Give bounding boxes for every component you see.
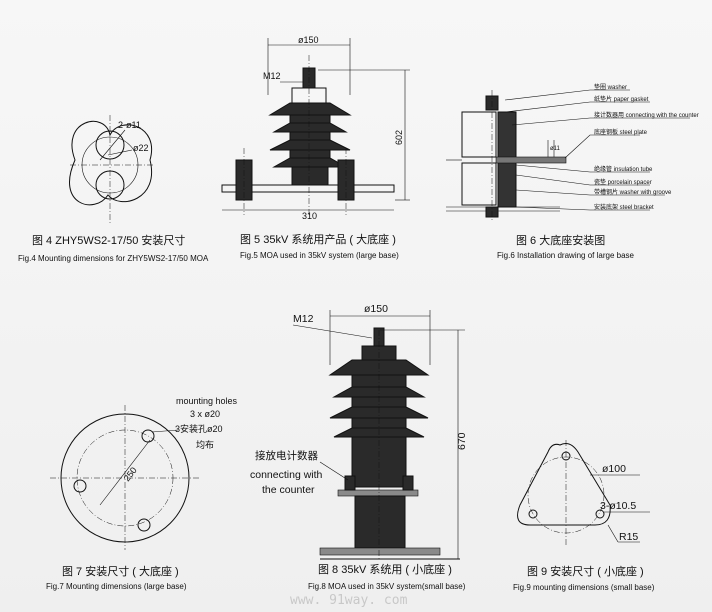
fig8-thread-label: M12	[293, 313, 314, 325]
fig7-caption-en: Fig.7 Mounting dimensions (large base)	[46, 582, 187, 591]
fig5-height-label: 602	[394, 130, 404, 145]
fig8-caption-en: Fig.8 MOA used in 35kV system(small base…	[308, 582, 466, 591]
fig6-drawing: ø11 垫圈 washer 纸垫片 paper gasket 接计数器用 con…	[446, 83, 699, 220]
fig4-caption-en: Fig.4 Mounting dimensions for ZHY5WS2-17…	[18, 254, 209, 263]
fig4-caption: 图 4 ZHY5WS2-17/50 安装尺寸	[32, 233, 185, 247]
fig8-counter-en2: the counter	[262, 484, 315, 496]
fig7-holes-cn2: 均布	[196, 439, 214, 450]
fig9-radius-label: R15	[619, 531, 638, 543]
fig7-drawing: 250 mounting holes 3 x ø20 3安装孔ø20 均布	[50, 396, 238, 550]
fig7-holes-cn: 3安装孔ø20	[175, 423, 223, 434]
fig4-drawing: 2-ø11 ø22	[69, 115, 155, 225]
fig5-drawing: ø150 M12 602 310	[221, 35, 410, 221]
fig9-caption-en: Fig.9 mounting dimensions (small base)	[513, 583, 655, 592]
fig5-caption-en: Fig.5 MOA used in 35kV system (large bas…	[240, 251, 399, 260]
fig6-part-label: 底座钢板 steel plate	[594, 128, 648, 136]
fig4-hole-label: 2-ø11	[118, 120, 141, 130]
watermark: www. 91way. com	[290, 593, 408, 608]
fig5-width-label: 310	[302, 211, 317, 221]
fig6-caption: 图 6 大底座安装图	[516, 233, 605, 247]
fig7-pcd-label: 250	[122, 465, 139, 483]
fig7-holes-en: mounting holes	[176, 396, 238, 406]
fig8-caption: 图 8 35kV 系统用 ( 小底座 )	[318, 562, 452, 576]
fig6-part-label: 安装底架 steel bracket	[594, 203, 654, 211]
fig7-holes-count: 3 x ø20	[190, 409, 220, 419]
fig6-part-label: 带槽钢片 washer with groove	[594, 188, 672, 196]
fig9-holes-label: 3-ø10.5	[600, 500, 636, 512]
fig9-drawing: ø100 3-ø10.5 R15	[517, 440, 650, 545]
fig7-caption: 图 7 安装尺寸 ( 大底座 )	[62, 564, 179, 578]
fig8-counter-cn: 接放电计数器	[255, 449, 318, 462]
fig5-caption: 图 5 35kV 系统用产品 ( 大底座 )	[240, 232, 396, 246]
fig5-dia-label: ø150	[298, 35, 319, 45]
fig8-dia-label: ø150	[364, 303, 388, 315]
fig6-part-label: 接计数器用 connecting with the counter	[594, 111, 699, 119]
fig6-hole-label: ø11	[550, 146, 561, 152]
fig6-part-label: 瓷垫 porcelain spacer	[594, 178, 652, 186]
fig5-thread-label: M12	[263, 71, 281, 81]
fig9-pcd-label: ø100	[602, 463, 626, 475]
fig8-drawing: ø150 M12 670 接放电计数器 connecting with the …	[250, 303, 468, 560]
fig6-part-label: 绝缘管 insulation tube	[594, 165, 653, 173]
fig8-height-label: 670	[456, 432, 468, 450]
fig6-part-label: 纸垫片 paper gasket	[594, 95, 649, 103]
fig4-dia-label: ø22	[133, 143, 149, 153]
fig8-counter-en1: connecting with	[250, 469, 323, 481]
fig6-caption-en: Fig.6 Installation drawing of large base	[497, 251, 635, 260]
fig6-part-label: 垫圈 washer	[594, 83, 627, 91]
fig9-caption: 图 9 安装尺寸 ( 小底座 )	[527, 564, 644, 578]
